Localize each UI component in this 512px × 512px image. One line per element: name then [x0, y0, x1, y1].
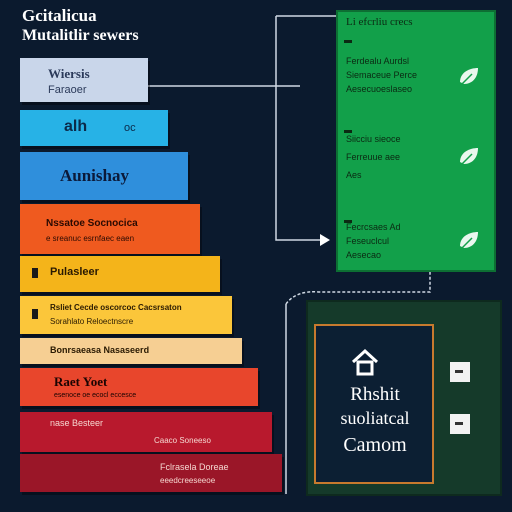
step-2: alh oc	[20, 110, 168, 146]
leaf-icon	[460, 68, 478, 85]
green-info-panel: Li efcrliu crecs Ferdealu Aurdsl Siemace…	[336, 10, 496, 272]
home-card: Rhshit suoliatcal Camom	[314, 324, 434, 484]
diagram-subtitle: Mutalitlir sewers	[22, 27, 139, 44]
step-9-label: nase Besteer	[50, 418, 104, 428]
diagram-title: Gcitalicua	[22, 6, 97, 25]
list-item: Aesecao	[346, 250, 382, 260]
leaf-icon	[460, 232, 478, 249]
step-8-sublabel: esenoce oe ecocl eccesce	[54, 392, 137, 399]
step-2-label: alh	[64, 118, 88, 135]
step-8-label: Raet Yoet	[54, 374, 108, 389]
list-item: Aesecuoeslaseo	[346, 84, 413, 94]
step-5: Pulasleer	[20, 256, 220, 292]
step-9: nase Besteer Caaco Soneeso	[20, 412, 272, 452]
list-item: Aes	[346, 170, 362, 180]
step-4-sublabel: e sreanuc esrnfaec eaen	[46, 234, 135, 243]
step-6: Rsliet Cecde oscorcoc Cacsrsaton Sorahla…	[20, 296, 232, 334]
step-4-label: Nssatoe Socnocica	[46, 218, 138, 229]
bullet-icon	[32, 268, 38, 278]
dark-info-panel: Rhshit suoliatcal Camom	[306, 300, 502, 496]
list-item: Siicciu sieoce	[346, 134, 401, 144]
step-1: Wiersis Faraoer	[20, 58, 148, 102]
step-10: Fclrasela Doreae eeedcreeseeoe	[20, 454, 282, 492]
step-4: Nssatoe Socnocica e sreanuc esrnfaec eae…	[20, 204, 200, 254]
step-6-sublabel: Sorahlato Reloectnscre	[50, 317, 134, 326]
arrow-right-icon	[320, 234, 330, 246]
step-2-sublabel: oc	[124, 122, 136, 134]
small-square-icon	[450, 414, 470, 434]
step-8: Raet Yoet esenoce oe ecocl eccesce	[20, 368, 258, 406]
list-item: Siemaceue Perce	[346, 70, 418, 80]
home-icon	[351, 348, 379, 376]
step-1-label: Wiersis	[48, 66, 90, 81]
home-card-line3: Camom	[343, 434, 407, 456]
step-6-label: Rsliet Cecde oscorcoc Cacsrsaton	[50, 303, 182, 312]
green-panel-title: Li efcrliu crecs	[346, 16, 413, 28]
leaf-icon	[460, 148, 478, 165]
step-7: Bonrsaeasa Nasaseerd	[20, 338, 242, 364]
list-item: Fecrcsaes Ad	[346, 222, 401, 232]
step-3: Aunishay	[20, 152, 188, 200]
step-10-label: Fclrasela Doreae	[160, 462, 229, 472]
step-10-sublabel: eeedcreeseeoe	[160, 476, 216, 485]
step-5-label: Pulasleer	[50, 266, 99, 278]
step-1-sublabel: Faraoer	[48, 84, 87, 96]
dash-icon	[344, 220, 352, 223]
bullet-icon	[32, 309, 38, 319]
home-card-line2: suoliatcal	[340, 408, 410, 428]
list-item: Feseuclcul	[346, 236, 390, 246]
dash-icon	[344, 40, 352, 43]
dash-icon	[344, 130, 352, 133]
step-3-label: Aunishay	[60, 166, 129, 185]
home-card-line1: Rhshit	[350, 384, 400, 405]
step-9-sublabel: Caaco Soneeso	[154, 436, 211, 445]
list-item: Ferdealu Aurdsl	[346, 56, 410, 66]
step-7-label: Bonrsaeasa Nasaseerd	[50, 345, 150, 355]
list-item: Ferreuue aee	[346, 152, 401, 162]
small-square-icon	[450, 362, 470, 382]
